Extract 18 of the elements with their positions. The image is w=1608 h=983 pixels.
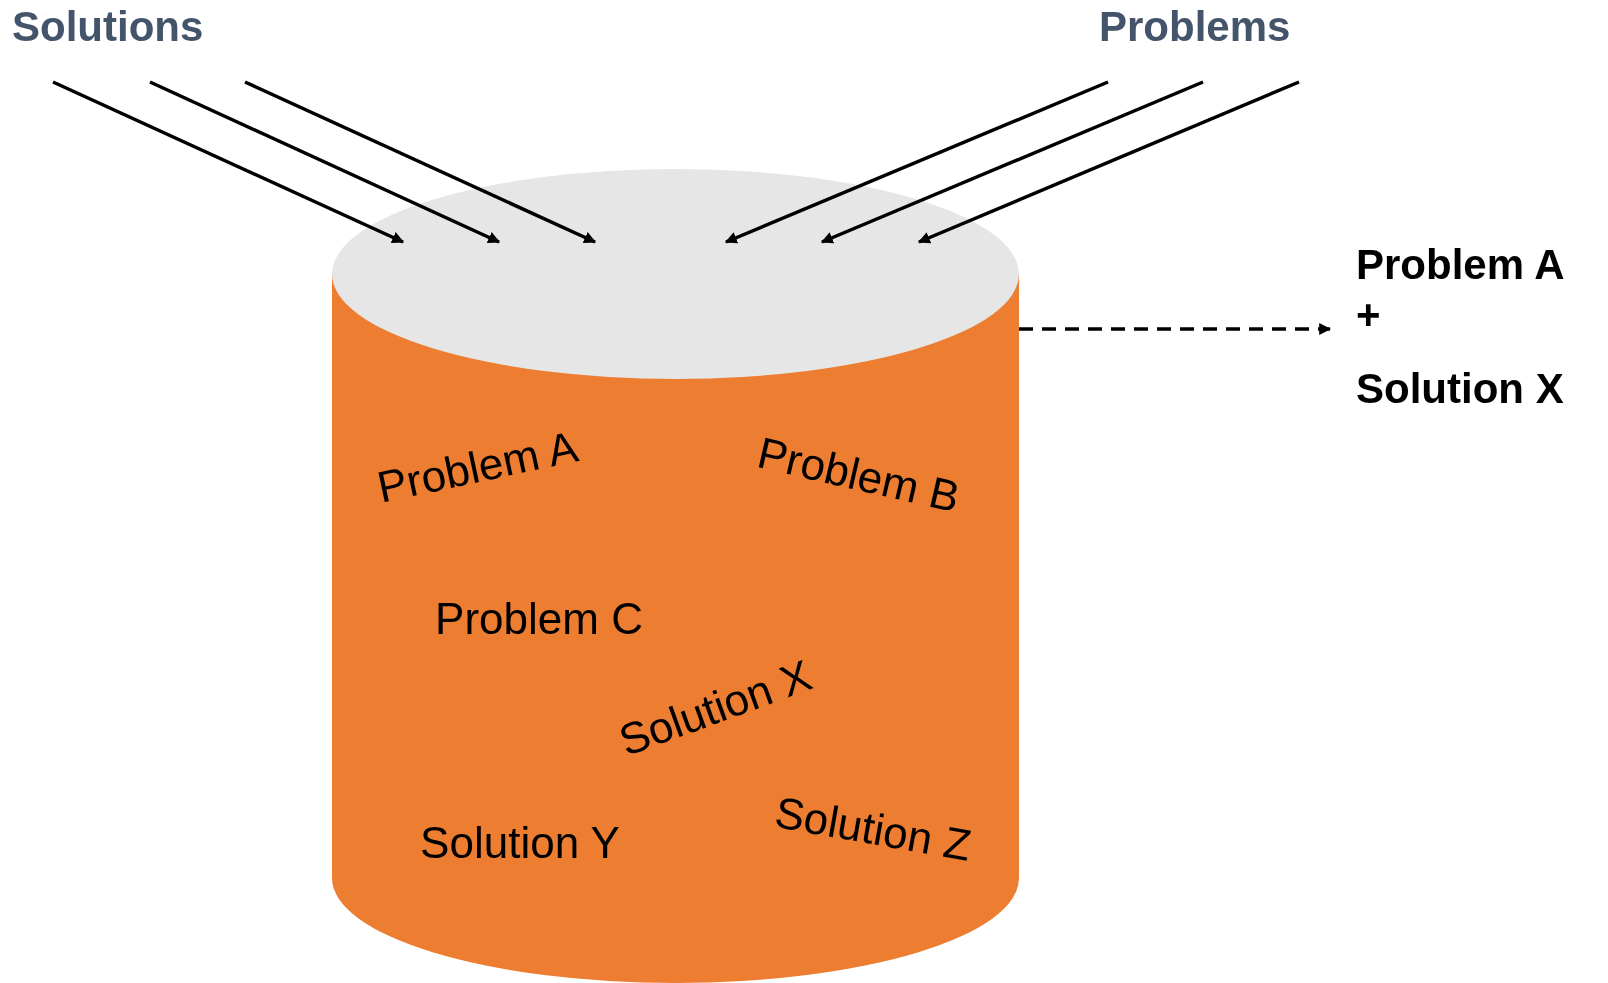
- heading-label: Problems: [1099, 6, 1291, 48]
- arrow: [724, 80, 1109, 244]
- result-label: Problem A: [1356, 240, 1566, 290]
- arrow: [820, 80, 1204, 244]
- result-label: +: [1356, 290, 1382, 340]
- arrow: [917, 80, 1300, 244]
- item-label: Problem A: [373, 424, 581, 510]
- result-label: Solution X: [1356, 364, 1565, 414]
- item-label: Problem C: [435, 597, 643, 641]
- item-label: Solution Z: [771, 790, 975, 868]
- item-label: Solution X: [613, 653, 817, 763]
- arrow: [149, 80, 501, 244]
- item-label: Problem B: [753, 430, 964, 520]
- heading-label: Solutions: [12, 6, 204, 48]
- item-label: Solution Y: [420, 821, 620, 865]
- arrow: [52, 80, 405, 244]
- arrow: [244, 80, 597, 244]
- arrow: [1019, 323, 1332, 335]
